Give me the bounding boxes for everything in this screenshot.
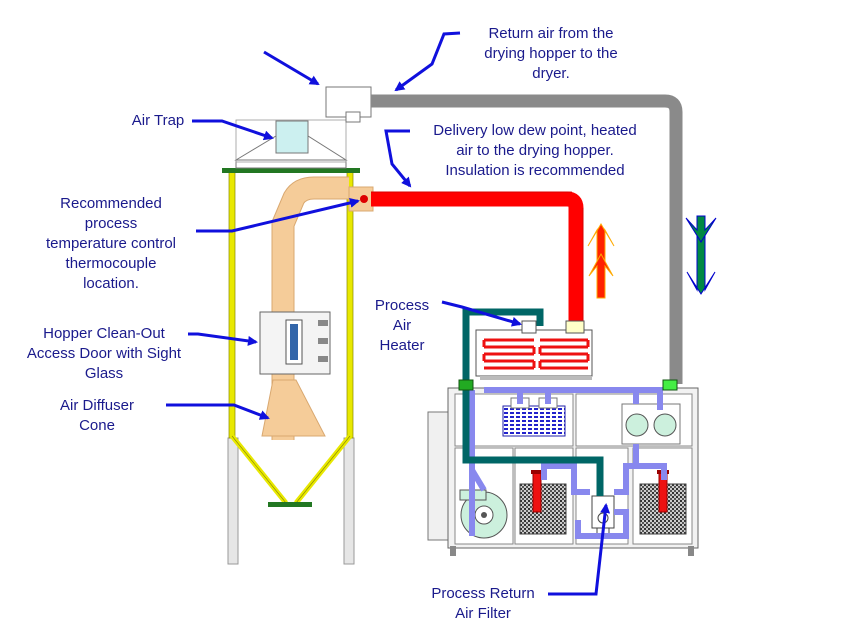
double-down-arrow-icon bbox=[685, 215, 717, 295]
label-line: dryer. bbox=[532, 65, 570, 82]
sight-glass bbox=[290, 324, 298, 360]
internal-air-ducts bbox=[469, 387, 667, 539]
hopper-wall-left bbox=[228, 169, 236, 439]
pointer-return-air bbox=[394, 31, 461, 92]
label-line: Cone bbox=[79, 417, 115, 434]
hopper-cone bbox=[230, 434, 352, 505]
label-process-air-heater: Process Air Heater bbox=[360, 296, 444, 356]
air-diffuser-tube bbox=[261, 176, 374, 440]
hopper-top-rim bbox=[222, 168, 360, 173]
label-line: Insulation is recommended bbox=[445, 162, 625, 179]
pointer-diffuser bbox=[166, 403, 270, 420]
delivery-air-pipe bbox=[371, 191, 584, 324]
pointer-air-trap bbox=[192, 119, 274, 141]
heater-air-loop bbox=[462, 308, 604, 496]
label-hopper-door: Hopper Clean-Out Access Door with Sight … bbox=[4, 324, 204, 384]
return-air-connector bbox=[662, 379, 678, 391]
desiccant-bed-left bbox=[519, 470, 567, 535]
hopper-leg-left bbox=[227, 437, 239, 565]
air-trap bbox=[234, 86, 372, 169]
label-line: Process Return bbox=[431, 585, 535, 602]
pointer-air-heater bbox=[441, 300, 522, 327]
label-return-filter: Process Return Air Filter bbox=[412, 584, 554, 624]
pointer-arrows bbox=[166, 31, 611, 596]
label-line: process bbox=[84, 215, 138, 232]
pointer-delivery-air bbox=[384, 129, 412, 188]
label-line: drying hopper to the bbox=[484, 45, 618, 62]
label-line: Return air from the bbox=[488, 25, 614, 42]
label-thermocouple: Recommended process temperature control … bbox=[20, 194, 202, 294]
hopper-outlet bbox=[268, 502, 312, 507]
process-air-heater bbox=[475, 320, 593, 380]
label-line: Air Diffuser bbox=[60, 397, 134, 414]
double-up-arrow-icon bbox=[587, 223, 615, 299]
label-line: location. bbox=[83, 275, 139, 292]
label-delivery-air: Delivery low dew point, heated air to th… bbox=[404, 121, 666, 181]
label-line: Air bbox=[392, 317, 412, 334]
dryer-side-panel bbox=[427, 411, 451, 541]
pointer-air-inlet bbox=[263, 50, 320, 86]
label-line: Air Trap bbox=[131, 112, 185, 129]
drying-hopper bbox=[222, 168, 360, 565]
pointer-return-filter bbox=[548, 503, 611, 596]
label-air-trap: Air Trap bbox=[110, 111, 206, 131]
label-line: thermocouple bbox=[65, 255, 157, 272]
air-diffuser-cone bbox=[261, 379, 326, 437]
label-line: temperature control bbox=[45, 235, 177, 252]
hopper-clean-out-door bbox=[259, 311, 331, 375]
pointer-hopper-door bbox=[188, 332, 258, 346]
label-line: Glass bbox=[84, 365, 124, 382]
label-line: Process bbox=[374, 297, 430, 314]
label-line: Air Filter bbox=[455, 605, 511, 622]
label-line: Heater bbox=[379, 337, 425, 354]
return-air-pipe bbox=[371, 94, 683, 384]
label-return-air: Return air from the drying hopper to the… bbox=[456, 24, 646, 84]
label-line: air to the drying hopper. bbox=[456, 142, 614, 159]
label-air-diffuser: Air Diffuser Cone bbox=[40, 396, 154, 436]
cooling-coil bbox=[502, 405, 566, 437]
hopper-leg-right bbox=[343, 437, 355, 565]
label-line: Access Door with Sight bbox=[26, 345, 182, 362]
thermocouple-point bbox=[360, 195, 368, 203]
label-line: Recommended bbox=[60, 195, 162, 212]
pointer-thermocouple bbox=[196, 197, 360, 233]
dryer-inlet-connector bbox=[458, 379, 474, 391]
label-line: Delivery low dew point, heated bbox=[433, 122, 637, 139]
label-line: Hopper Clean-Out bbox=[43, 325, 165, 342]
